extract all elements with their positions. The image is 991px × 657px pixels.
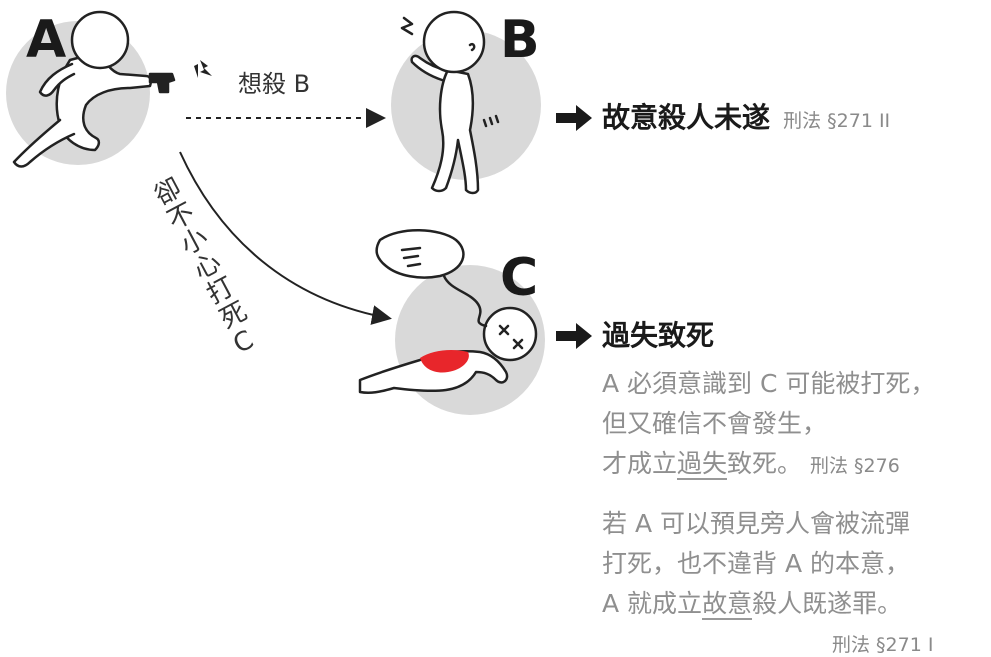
figure-b-icon [400,10,500,195]
result-b-law: 刑法 §271 II [783,110,891,132]
result-b: 故意殺人未遂 刑法 §271 II [602,104,890,133]
note-1-line-1: A 必須意識到 C 可能被打死， [602,369,936,398]
note-1-line-3: 才成立過失致死。 刑法 §276 [602,449,900,480]
figure-a-icon [12,10,176,168]
result-arrow-b-icon [556,105,592,131]
result-arrow-c-icon [556,323,592,349]
figure-c-icon [358,229,538,395]
result-c-title: 過失致死 [602,319,715,352]
note-2-line-3: A 就成立故意殺人既遂罪。 [602,589,903,620]
intent-label: 想殺 B [238,70,311,98]
note-2-line-1: 若 A 可以預見旁人會被流彈 [602,509,910,538]
muzzle-flash-icon [194,60,212,78]
note-2-law: 刑法 §271 I [832,634,934,656]
note-1-line-2: 但又確信不會發生， [602,409,828,438]
label-b: B [500,10,540,70]
label-c: C [500,248,539,308]
result-b-title: 故意殺人未遂 [602,101,771,134]
note-2-underline: 故意 [702,589,753,620]
note-1-underline: 過失 [677,449,728,480]
label-a: A [26,10,67,70]
blood-stain [420,350,469,373]
note-1-law: 刑法 §276 [810,455,900,477]
note-2: 若 A 可以預見旁人會被流彈 打死，也不違背 A 的本意， A 就成立故意殺人既… [602,504,910,624]
note-1: A 必須意識到 C 可能被打死， 但又確信不會發生， 才成立過失致死。 刑法 §… [602,364,935,486]
note-2-line-2: 打死，也不違背 A 的本意， [602,549,910,578]
accident-arrow [179,151,392,325]
